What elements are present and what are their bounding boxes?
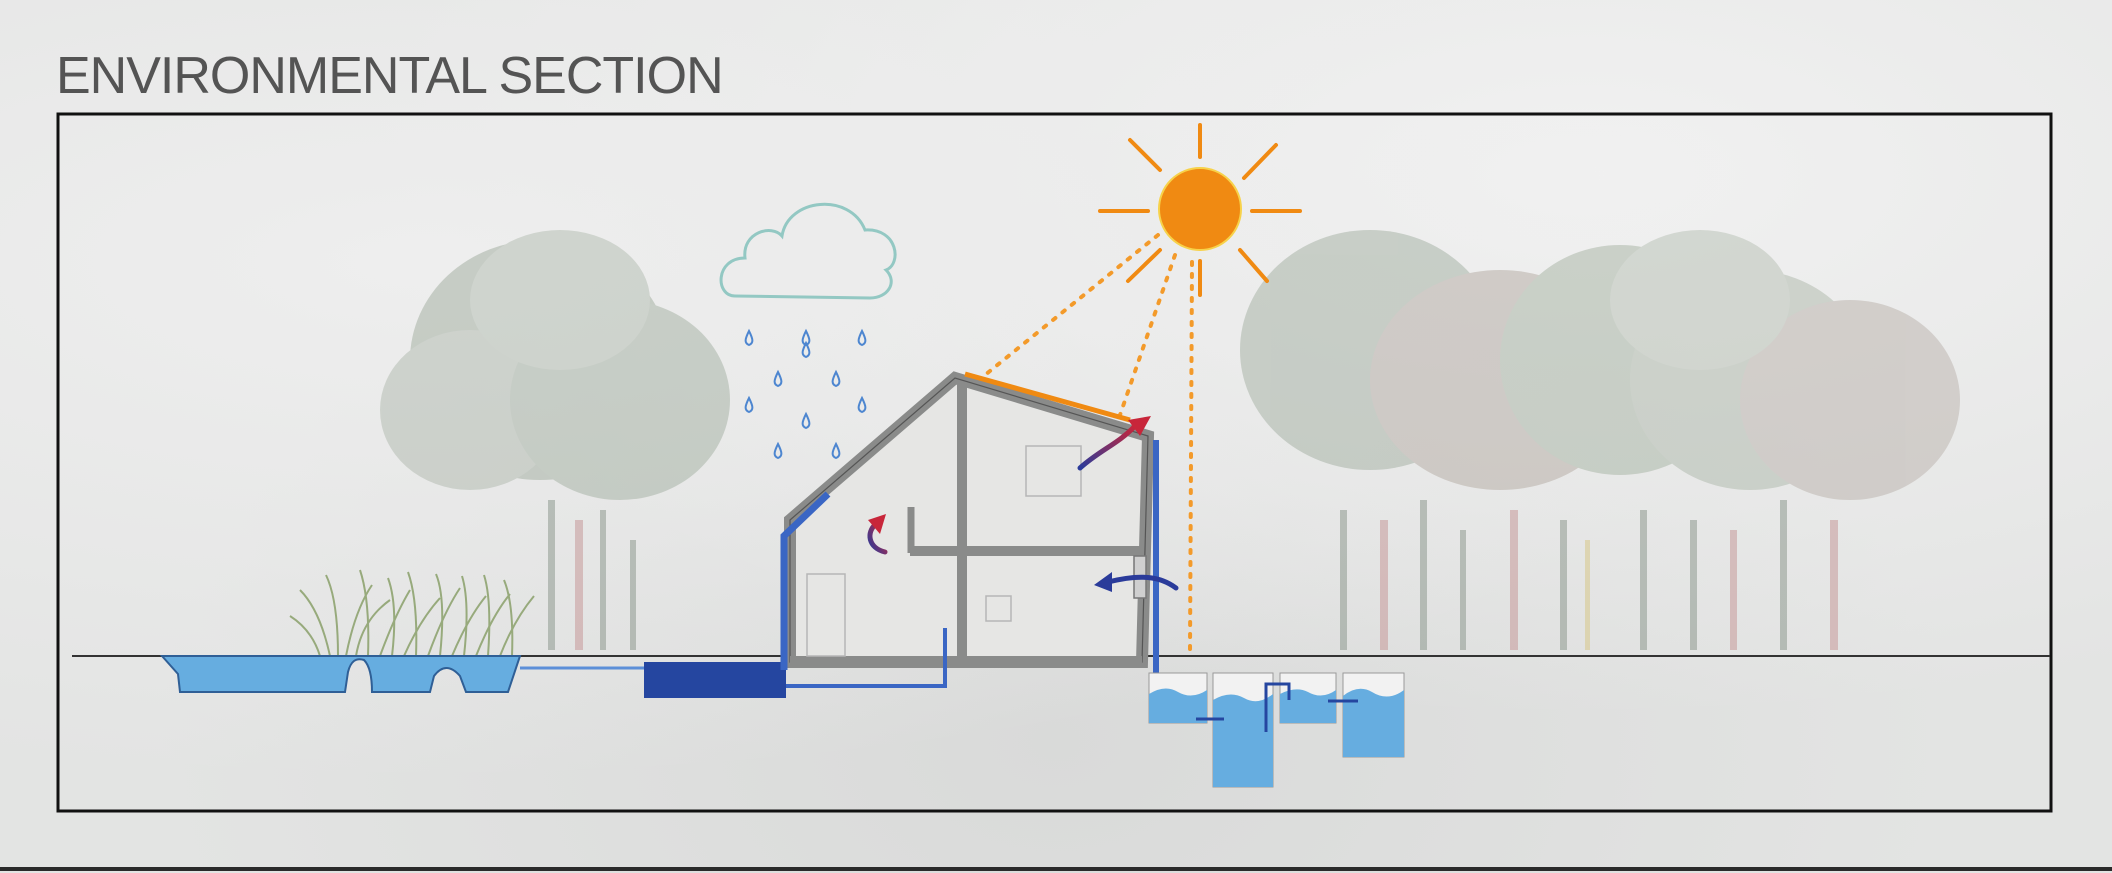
background-trees <box>380 230 1960 650</box>
raindrop-icon <box>801 340 811 359</box>
water-tank <box>1148 672 1208 724</box>
rainwater-downpipe-left <box>780 491 831 670</box>
rain-drops <box>744 328 867 460</box>
raindrop-icon <box>773 441 783 460</box>
raindrop-icon <box>773 369 783 388</box>
reed-grasses <box>289 569 535 657</box>
sun-icon <box>1098 123 1302 297</box>
raindrop-icon <box>831 369 841 388</box>
section-frame <box>56 112 2053 813</box>
tank-connector-pipes <box>1196 682 1358 732</box>
water-tank <box>1342 672 1405 758</box>
raindrop-icon <box>857 395 867 414</box>
door <box>806 573 846 657</box>
raindrop-icon <box>831 441 841 460</box>
raindrop-icon <box>801 411 811 430</box>
water-tank <box>1212 672 1274 788</box>
raindrop-icon <box>744 395 754 414</box>
tree-cluster-right <box>1240 230 1960 650</box>
distribution-pipe <box>786 628 947 688</box>
upper-window <box>1025 445 1082 497</box>
pond <box>159 655 522 693</box>
bottom-rule <box>0 867 2112 871</box>
solar-panel <box>964 371 1131 423</box>
house-section <box>784 371 1155 668</box>
raindrop-icon <box>744 328 754 347</box>
water-tanks <box>1148 672 1405 788</box>
page-title: ENVIRONMENTAL SECTION <box>56 47 724 105</box>
airflow-arrow-icon <box>1077 423 1138 471</box>
solar-rays <box>983 233 1194 652</box>
airflow-arrows <box>867 416 1179 592</box>
cloud-icon <box>719 203 897 300</box>
underground-cistern <box>644 662 786 698</box>
lower-window <box>985 595 1012 622</box>
tree-cluster-left <box>380 230 730 650</box>
raindrop-icon <box>857 328 867 347</box>
airflow-arrow-icon <box>1105 574 1179 591</box>
